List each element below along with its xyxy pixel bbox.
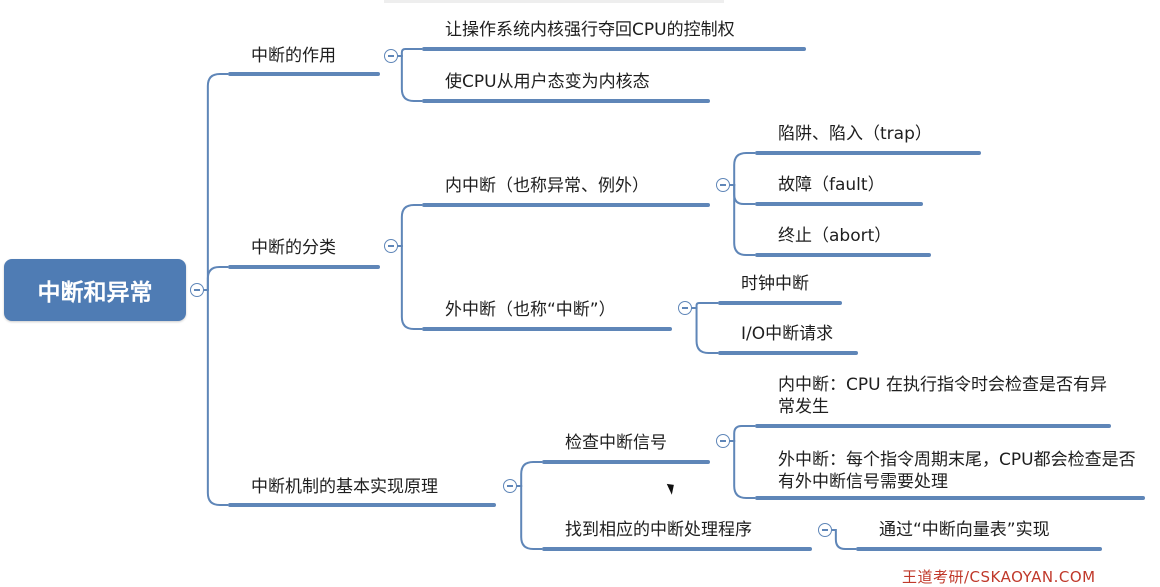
- branch-role-underline: [228, 72, 380, 76]
- link-types-internal: [391, 204, 422, 247]
- role-item-2-underline: [422, 99, 710, 103]
- link-role-item2: [391, 55, 422, 102]
- internal-item-abort-underline: [755, 253, 931, 257]
- check-underline: [542, 460, 710, 464]
- find-item-vector[interactable]: 通过“中断向量表”实现: [879, 520, 1050, 540]
- branch-mechanism-underline: [228, 503, 496, 507]
- link-root-mechanism: [197, 289, 228, 506]
- branch-role-label[interactable]: 中断的作用: [251, 46, 336, 66]
- root-label: 中断和异常: [37, 280, 153, 306]
- find-label[interactable]: 找到相应的中断处理程序: [565, 520, 752, 540]
- external-underline: [422, 327, 672, 331]
- collapse-types-icon[interactable]: [384, 239, 398, 253]
- role-item-1-underline: [422, 47, 806, 51]
- link-check-external: [723, 440, 755, 499]
- link-root-role: [197, 73, 228, 291]
- internal-underline: [422, 203, 710, 207]
- branch-types-underline: [228, 265, 380, 269]
- external-item-io[interactable]: I/O中断请求: [741, 324, 834, 344]
- link-role-item1: [391, 48, 422, 57]
- internal-item-fault-underline: [755, 202, 923, 206]
- internal-label[interactable]: 内中断（也称异常、例外）: [445, 176, 649, 196]
- link-internal-trap: [723, 152, 755, 186]
- role-item-2[interactable]: 使CPU从用户态变为内核态: [445, 72, 650, 92]
- external-item-clock-underline: [718, 301, 842, 305]
- collapse-check-icon[interactable]: [716, 434, 730, 448]
- check-item-external-underline: [755, 496, 1145, 500]
- link-mechanism-check: [510, 461, 542, 487]
- check-item-internal[interactable]: 内中断：CPU 在执行指令时会检查是否有异常发生: [778, 375, 1107, 417]
- check-item-external[interactable]: 外中断：每个指令周期末尾，CPU都会检查是否有外中断信号需要处理: [778, 450, 1136, 492]
- branch-mechanism-label[interactable]: 中断机制的基本实现原理: [251, 477, 438, 497]
- link-external-io: [685, 307, 718, 354]
- internal-item-fault[interactable]: 故障（fault）: [778, 175, 885, 195]
- collapse-root-icon[interactable]: [190, 283, 204, 297]
- check-label[interactable]: 检查中断信号: [565, 433, 667, 453]
- link-check-internal: [723, 425, 755, 442]
- branch-types-label[interactable]: 中断的分类: [251, 238, 336, 258]
- watermark: 王道考研/CSKAOYAN.COM: [902, 568, 1096, 586]
- link-external-clock: [685, 302, 718, 309]
- link-root-types: [197, 266, 228, 291]
- internal-item-trap-underline: [755, 151, 981, 155]
- root-node[interactable]: 中断和异常: [4, 259, 186, 321]
- find-underline: [542, 547, 812, 551]
- top-edge: [384, 0, 724, 3]
- collapse-internal-icon[interactable]: [716, 178, 730, 192]
- link-find-vector: [825, 529, 856, 550]
- collapse-mechanism-icon[interactable]: [503, 479, 517, 493]
- external-item-clock[interactable]: 时钟中断: [741, 274, 809, 294]
- link-mechanism-find: [510, 485, 542, 550]
- role-item-1[interactable]: 让操作系统内核强行夺回CPU的控制权: [445, 20, 735, 40]
- find-item-vector-underline: [856, 547, 1102, 551]
- collapse-role-icon[interactable]: [384, 49, 398, 63]
- collapse-external-icon[interactable]: [678, 301, 692, 315]
- check-item-internal-underline: [755, 424, 1111, 428]
- link-internal-abort: [723, 184, 755, 256]
- external-item-io-underline: [718, 351, 858, 355]
- internal-item-abort[interactable]: 终止（abort）: [778, 226, 892, 246]
- external-label[interactable]: 外中断（也称“中断”）: [445, 300, 616, 320]
- internal-item-trap[interactable]: 陷阱、陷入（trap）: [778, 124, 932, 144]
- collapse-find-icon[interactable]: [818, 523, 832, 537]
- link-types-external: [391, 245, 422, 330]
